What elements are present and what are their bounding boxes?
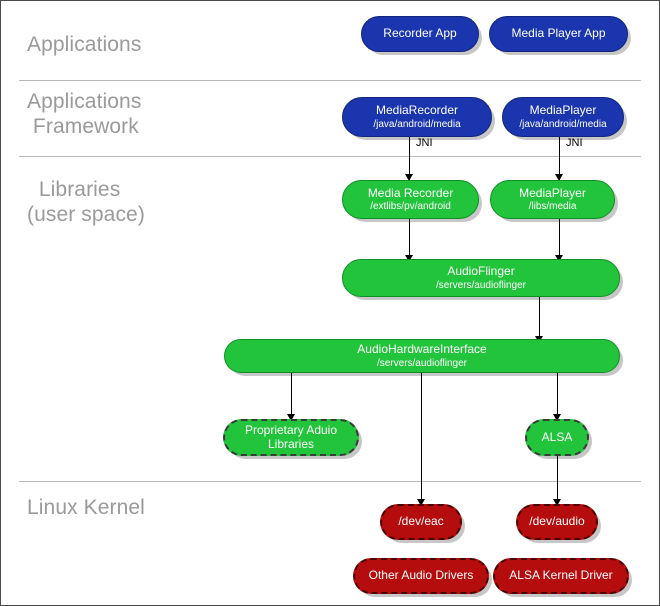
node-subtitle: /java/android/media	[519, 118, 607, 130]
connector-mediaplayer-jni	[559, 137, 560, 180]
node-title: ALSA	[541, 429, 573, 444]
connector-alsa-to-dev-audio	[557, 456, 558, 505]
connector-mediarecorder-jni	[409, 137, 410, 180]
node-media-recorder-lib[interactable]: Media Recorder /extlibs/pv/android	[342, 180, 479, 219]
node-alsa[interactable]: ALSA	[525, 419, 589, 456]
node-mediaplayer-lib[interactable]: MediaPlayer /libs/media	[490, 180, 615, 219]
node-title: Media Player App	[511, 26, 606, 41]
edge-label-jni-right: JNI	[566, 137, 583, 149]
node-mediaplayer-framework[interactable]: MediaPlayer /java/android/media	[502, 97, 624, 137]
edge-label-jni-left: JNI	[416, 137, 433, 149]
layer-label-applications: Applications	[27, 33, 142, 56]
arrowhead-alsa-to-dev-audio	[553, 499, 561, 506]
node-dev-audio[interactable]: /dev/audio	[516, 504, 598, 540]
node-audiohardwareinterface[interactable]: AudioHardwareInterface /servers/audiofli…	[224, 339, 620, 373]
node-title: AudioHardwareInterface	[357, 342, 487, 357]
layer-label-applications-framework: Applications Framework	[27, 90, 142, 138]
node-recorder-app[interactable]: Recorder App	[361, 16, 479, 52]
arrowhead-ahi-to-alsa	[553, 414, 561, 421]
node-media-player-app[interactable]: Media Player App	[489, 16, 628, 52]
arrowhead-ahi-to-proprietary-libraries	[287, 414, 295, 421]
layer-label-linux-kernel: Linux Kernel	[27, 496, 145, 519]
connector-ahi-to-proprietary-libraries	[291, 373, 292, 420]
connector-media-recorder-to-audioflinger	[409, 219, 410, 261]
node-subtitle: /servers/audioflinger	[435, 279, 527, 291]
node-title: AudioFlinger	[447, 264, 515, 279]
node-alsa-kernel-driver[interactable]: ALSA Kernel Driver	[493, 558, 629, 594]
divider-linux-kernel	[19, 481, 641, 482]
node-title: Proprietary Aduio	[244, 422, 338, 437]
node-subtitle: /java/android/media	[373, 118, 461, 130]
node-subtitle: /extlibs/pv/android	[370, 201, 451, 213]
arrowhead-ahi-to-dev-eac	[417, 499, 425, 506]
node-title: Other Audio Drivers	[368, 568, 474, 583]
node-dev-eac[interactable]: /dev/eac	[380, 504, 462, 540]
divider-applications	[19, 80, 641, 81]
arrowhead-mediaplayer-jni	[555, 174, 563, 181]
node-proprietary-audio-libraries[interactable]: Proprietary Aduio Libraries	[223, 419, 359, 456]
node-title: Recorder App	[383, 26, 457, 41]
node-other-audio-drivers[interactable]: Other Audio Drivers	[353, 558, 489, 594]
node-subtitle: /libs/media	[528, 201, 577, 213]
node-title: MediaRecorder	[375, 103, 459, 118]
layer-label-libraries: Libraries (user space)	[27, 178, 145, 226]
node-audioflinger[interactable]: AudioFlinger /servers/audioflinger	[342, 259, 620, 297]
node-title: /dev/audio	[529, 514, 585, 529]
node-title: MediaPlayer	[529, 103, 597, 118]
arrowhead-mediarecorder-jni	[405, 174, 413, 181]
node-subtitle: /servers/audioflinger	[376, 357, 468, 369]
node-title: MediaPlayer	[519, 185, 586, 200]
node-title: ALSA Kernel Driver	[509, 568, 613, 583]
node-subtitle: Libraries	[267, 437, 315, 451]
connector-ahi-to-alsa	[557, 373, 558, 420]
node-title: Media Recorder	[367, 185, 454, 200]
divider-applications-framework	[19, 156, 641, 157]
connector-ahi-to-dev-eac	[421, 373, 422, 505]
node-mediarecorder-framework[interactable]: MediaRecorder /java/android/media	[342, 97, 492, 137]
connector-mediaplayer-to-audioflinger	[559, 219, 560, 261]
connector-audioflinger-to-audiohardwareinterface	[539, 297, 540, 341]
node-title: /dev/eac	[398, 514, 444, 529]
